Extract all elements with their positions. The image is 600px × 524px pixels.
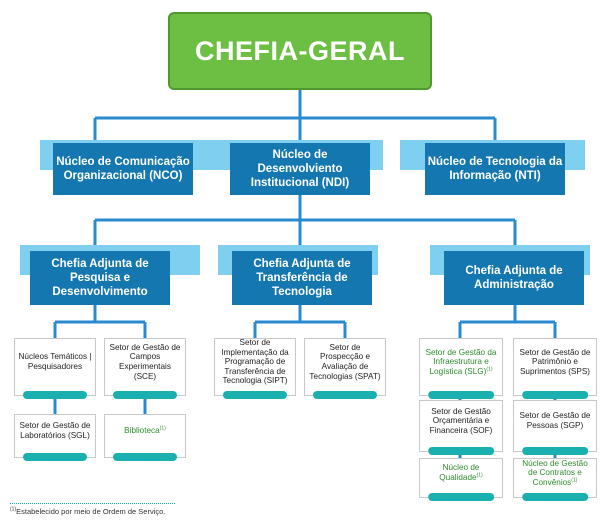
status-bar <box>428 391 494 399</box>
setor-nucleo-qualidade: Núcleo de Qualidade(1) <box>419 458 503 501</box>
setor-sce: Setor de Gestão de Campos Experimentais … <box>104 338 186 399</box>
chefia-pesquisa-box: Chefia Adjunta de Pesquisa e Desenvolvim… <box>30 251 170 305</box>
chefia-geral-label: CHEFIA-GERAL <box>195 35 405 66</box>
nucleo-nti-box: Núcleo de Tecnologia da Informação (NTI) <box>425 143 565 195</box>
setor-nucleo-contratos-note: (1) <box>571 477 578 484</box>
setor-sof-label: Setor de Gestão Orçamentária e Financeir… <box>429 406 493 435</box>
status-bar <box>522 493 588 501</box>
setor-nucleo-qualidade-note: (1) <box>476 472 483 479</box>
setor-sps-label: Setor de Gestão de Patrimônio e Suprimen… <box>519 347 591 376</box>
setor-nucleo-qualidade-label: Núcleo de Qualidade <box>439 463 480 482</box>
footnote: (1)Estabelecido por meio de Ordem de Ser… <box>10 507 165 516</box>
setor-nucleo-contratos-label: Núcleo de Gestão de Contratos e Convênio… <box>522 458 588 487</box>
setor-sgl-label: Setor de Gestão de Laboratórios (SGL) <box>19 421 91 440</box>
footnote-text: Estabelecido por meio de Ordem de Serviç… <box>16 507 166 516</box>
status-bar <box>113 453 177 461</box>
footnote-divider <box>10 503 175 504</box>
nucleo-ndi-label: Núcleo de Desenvolviento Institucional (… <box>250 149 350 189</box>
footnote-mark: (1) <box>10 506 17 513</box>
setor-sgl: Setor de Gestão de Laboratórios (SGL) <box>14 414 96 461</box>
status-bar <box>522 447 588 455</box>
setor-spat: Setor de Prospecção e Avaliação de Tecno… <box>304 338 386 399</box>
setor-sce-label: Setor de Gestão de Campos Experimentais … <box>109 342 181 381</box>
status-bar <box>428 447 494 455</box>
status-bar <box>23 391 87 399</box>
status-bar <box>313 391 377 399</box>
nucleo-nco-box: Núcleo de Comunicação Organizacional (NC… <box>53 143 193 195</box>
setor-sipt-label: Setor de Implementação da Programação de… <box>221 338 289 386</box>
setor-biblioteca-label: Biblioteca <box>124 426 160 436</box>
setor-biblioteca: Biblioteca(1) <box>104 414 186 461</box>
nucleo-ndi-box: Núcleo de Desenvolviento Institucional (… <box>230 143 370 195</box>
setor-spat-label: Setor de Prospecção e Avaliação de Tecno… <box>309 342 381 381</box>
status-bar <box>23 453 87 461</box>
setor-nucleo-contratos: Núcleo de Gestão de Contratos e Convênio… <box>513 458 597 501</box>
chefia-pesquisa-label: Chefia Adjunta de Pesquisa e Desenvolvim… <box>51 258 149 298</box>
status-bar <box>223 391 287 399</box>
setor-sgp: Setor de Gestão de Pessoas (SGP) <box>513 400 597 455</box>
setor-sipt: Setor de Implementação da Programação de… <box>214 338 296 399</box>
setor-slg: Setor de Gestão da Infraestrutura e Logí… <box>419 338 503 399</box>
chefia-administracao-box: Chefia Adjunta de Administração <box>444 251 584 305</box>
setor-sps: Setor de Gestão de Patrimônio e Suprimen… <box>513 338 597 399</box>
nucleo-nco-label: Núcleo de Comunicação Organizacional (NC… <box>56 156 190 182</box>
chefia-geral-box: CHEFIA-GERAL <box>168 12 432 90</box>
chefia-administracao-label: Chefia Adjunta de Administração <box>465 265 563 291</box>
setor-nucleos-tematicos: Núcleos Temáticos | Pesquisadores <box>14 338 96 399</box>
setor-slg-note: (1) <box>486 366 493 373</box>
status-bar <box>113 391 177 399</box>
setor-nucleos-tematicos-label: Núcleos Temáticos | Pesquisadores <box>18 352 92 371</box>
chefia-transferencia-box: Chefia Adjunta de Transferência de Tecno… <box>232 251 372 305</box>
chefia-transferencia-label: Chefia Adjunta de Transferência de Tecno… <box>253 258 351 298</box>
status-bar <box>522 391 588 399</box>
setor-sof: Setor de Gestão Orçamentária e Financeir… <box>419 400 503 455</box>
setor-sgp-label: Setor de Gestão de Pessoas (SGP) <box>519 411 591 430</box>
nucleo-nti-label: Núcleo de Tecnologia da Informação (NTI) <box>427 156 563 182</box>
setor-biblioteca-note: (1) <box>159 425 166 432</box>
status-bar <box>428 493 494 501</box>
setor-slg-label: Setor de Gestão da Infraestrutura e Logí… <box>425 347 497 376</box>
